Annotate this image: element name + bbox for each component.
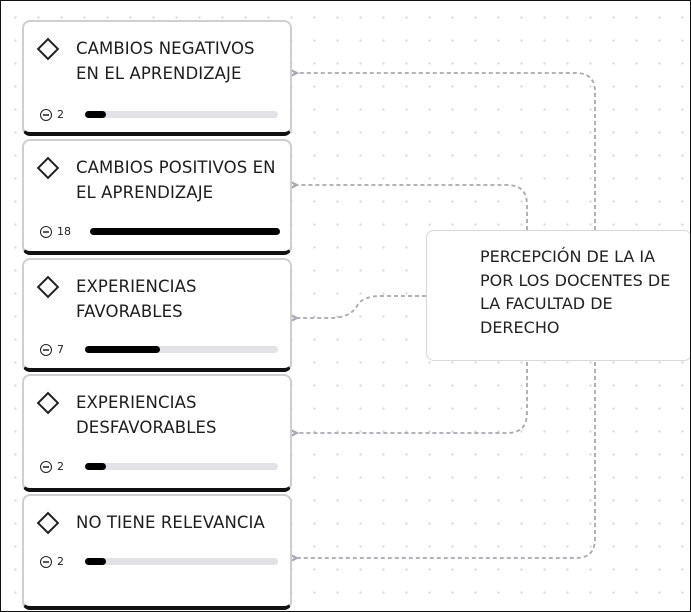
category-title: CAMBIOS POSITIVOS EN EL APRENDIZAJE [76,158,276,202]
category-count: 2 [57,555,64,568]
category-count: 18 [57,225,71,238]
connector-positive-changes [298,185,528,230]
comment-count-icon [40,556,52,568]
comment-count-icon [40,461,52,473]
comment-count-icon [40,226,52,238]
category-card-favorable-experiences[interactable]: EXPERIENCIAS FAVORABLES 7 [22,258,292,372]
category-title: EXPERIENCIAS FAVORABLES [76,277,197,321]
diamond-icon [36,37,60,61]
category-card-unfavorable-experiences[interactable]: EXPERIENCIAS DESFAVORABLES 2 [22,374,292,492]
category-card-positive-changes[interactable]: CAMBIOS POSITIVOS EN EL APRENDIZAJE 18 [22,139,292,255]
category-title: EXPERIENCIAS DESFAVORABLES [76,393,217,437]
diamond-icon [36,156,60,180]
category-title: NO TIENE RELEVANCIA [76,513,265,532]
category-count: 7 [57,343,64,356]
count-bar-fill [85,463,107,470]
diamond-icon [36,391,60,415]
connector-negative-changes [298,73,596,230]
diamond-icon [36,275,60,299]
count-bar-fill [85,346,161,353]
count-bar-fill [85,558,107,565]
count-bar-track [85,111,278,118]
count-bar-fill [90,228,280,235]
connector-no-relevance [298,362,596,558]
comment-count-icon [40,344,52,356]
category-count: 2 [57,108,64,121]
category-card-negative-changes[interactable]: CAMBIOS NEGATIVOS EN EL APRENDIZAJE 2 [22,20,292,136]
category-card-no-relevance[interactable]: NO TIENE RELEVANCIA 2 [22,494,292,610]
central-theme-node[interactable]: PERCEPCIÓN DE LA IA POR LOS DOCENTES DE … [426,230,691,361]
category-title: CAMBIOS NEGATIVOS EN EL APRENDIZAJE [76,39,255,83]
connector-favorable-experiences [298,295,426,318]
category-count: 2 [57,460,64,473]
count-bar-track [85,346,278,353]
count-bar-fill [85,111,107,118]
diamond-icon [36,511,60,535]
count-bar-track [85,463,278,470]
connector-unfavorable-experiences [298,362,528,433]
central-theme-label: PERCEPCIÓN DE LA IA POR LOS DOCENTES DE … [480,247,671,337]
count-bar-track [85,558,278,565]
comment-count-icon [40,109,52,121]
count-bar-track [90,228,280,235]
